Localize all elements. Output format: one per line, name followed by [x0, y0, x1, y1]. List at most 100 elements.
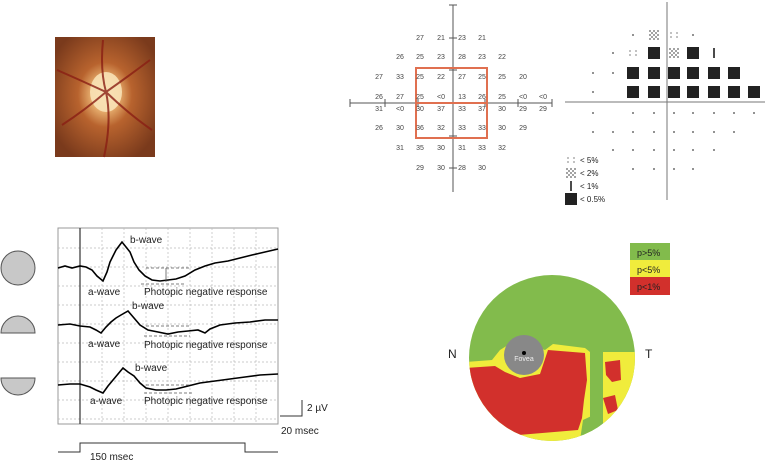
p-0.5-icon — [708, 67, 720, 79]
threshold-value: 23 — [478, 54, 486, 61]
b-wave-label: b-wave — [135, 363, 168, 374]
threshold-value: 30 — [498, 106, 506, 113]
threshold-value: 25 — [498, 74, 506, 81]
threshold-value: 33 — [478, 125, 486, 132]
p-5-icon — [635, 50, 637, 52]
normal-point-icon — [692, 131, 694, 133]
normal-point-icon — [673, 131, 675, 133]
threshold-value: <0 — [539, 94, 547, 101]
threshold-value: 30 — [416, 106, 424, 113]
threshold-value: 25 — [416, 94, 424, 101]
normal-point-icon — [713, 149, 715, 151]
scale-bar — [280, 400, 303, 417]
p-1-icon — [713, 48, 715, 58]
threshold-value: 29 — [416, 165, 424, 172]
pattern-legend-label: < 1% — [580, 182, 598, 191]
threshold-value: <0 — [437, 94, 445, 101]
pattern-legend-label: < 5% — [580, 156, 598, 165]
phnr-label: Photopic negative response — [144, 396, 268, 407]
fovea-dot — [522, 351, 526, 355]
threshold-value: 37 — [478, 106, 486, 113]
threshold-value: 21 — [478, 35, 486, 42]
threshold-value: 25 — [416, 54, 424, 61]
time-scale-label: 20 msec — [281, 426, 319, 437]
stimulus-trace — [58, 442, 278, 453]
normal-point-icon — [692, 112, 694, 114]
normal-point-icon — [612, 131, 614, 133]
threshold-value: 25 — [416, 74, 424, 81]
pattern-legend-label: < 0.5% — [580, 195, 605, 204]
erg-trace-lower — [57, 366, 279, 394]
normal-point-icon — [713, 112, 715, 114]
threshold-value: 37 — [437, 106, 445, 113]
p-0.5-icon — [728, 67, 740, 79]
erg-panel: b-wave a-wave Photopic negative response… — [0, 227, 328, 461]
normal-point-icon — [592, 112, 594, 114]
threshold-value: 30 — [396, 125, 404, 132]
phnr-label: Photopic negative response — [144, 340, 268, 351]
threshold-value: 30 — [437, 145, 445, 152]
normal-point-icon — [592, 91, 594, 93]
threshold-value: 25 — [498, 94, 506, 101]
p-1-icon — [570, 181, 572, 191]
threshold-value: 32 — [437, 125, 445, 132]
normal-point-icon — [632, 112, 634, 114]
p-0.5-icon — [668, 86, 680, 98]
p-5-icon — [567, 157, 569, 159]
fundus-photo — [55, 37, 155, 158]
legend-swatch-yellow — [630, 260, 670, 277]
erg-trace-upper — [57, 309, 278, 335]
normal-point-icon — [632, 168, 634, 170]
threshold-value: 30 — [498, 125, 506, 132]
threshold-value: 27 — [375, 74, 383, 81]
threshold-value: 29 — [519, 106, 527, 113]
lower-half-stimulus-icon — [0, 377, 36, 396]
threshold-value: 26 — [478, 94, 486, 101]
normal-point-icon — [653, 131, 655, 133]
phnr-label: Photopic negative response — [144, 287, 268, 298]
threshold-value: 36 — [416, 125, 424, 132]
threshold-value: 21 — [437, 35, 445, 42]
legend-label: p>5% — [637, 248, 660, 258]
fovea-label: Fovea — [514, 356, 534, 363]
b-wave-label: b-wave — [130, 235, 163, 246]
threshold-value: 20 — [519, 74, 527, 81]
threshold-value: 26 — [375, 94, 383, 101]
p-5-icon — [629, 54, 631, 56]
normal-point-icon — [653, 168, 655, 170]
threshold-value: 27 — [458, 74, 466, 81]
threshold-value: 31 — [375, 106, 383, 113]
normal-point-icon — [733, 112, 735, 114]
normal-point-icon — [653, 149, 655, 151]
threshold-value: 23 — [458, 35, 466, 42]
legend-swatch-green — [630, 243, 670, 260]
threshold-value: 22 — [437, 74, 445, 81]
normal-point-icon — [632, 149, 634, 151]
b-wave-label: b-wave — [132, 301, 165, 312]
threshold-value: 28 — [458, 54, 466, 61]
threshold-value: 35 — [416, 145, 424, 152]
threshold-value: 30 — [478, 165, 486, 172]
normal-point-icon — [692, 34, 694, 36]
normal-point-icon — [713, 131, 715, 133]
normal-point-icon — [692, 168, 694, 170]
p-5-icon — [573, 161, 575, 163]
threshold-value: 25 — [478, 74, 486, 81]
pattern-deviation-plot: < 5%< 2%< 1%< 0.5% — [565, 2, 765, 205]
legend-swatch-red — [630, 277, 670, 295]
threshold-value: 27 — [396, 94, 404, 101]
nasal-label: N — [448, 347, 457, 361]
threshold-value: 30 — [437, 165, 445, 172]
p-0.5-icon — [687, 47, 699, 59]
p-0.5-icon — [648, 86, 660, 98]
threshold-value: 26 — [396, 54, 404, 61]
legend-label: p<5% — [637, 265, 660, 275]
normal-point-icon — [653, 112, 655, 114]
p-0.5-icon — [748, 86, 760, 98]
threshold-value: 27 — [416, 35, 424, 42]
threshold-value: 33 — [396, 74, 404, 81]
temporal-label: T — [645, 347, 653, 361]
p-0.5-icon — [648, 67, 660, 79]
